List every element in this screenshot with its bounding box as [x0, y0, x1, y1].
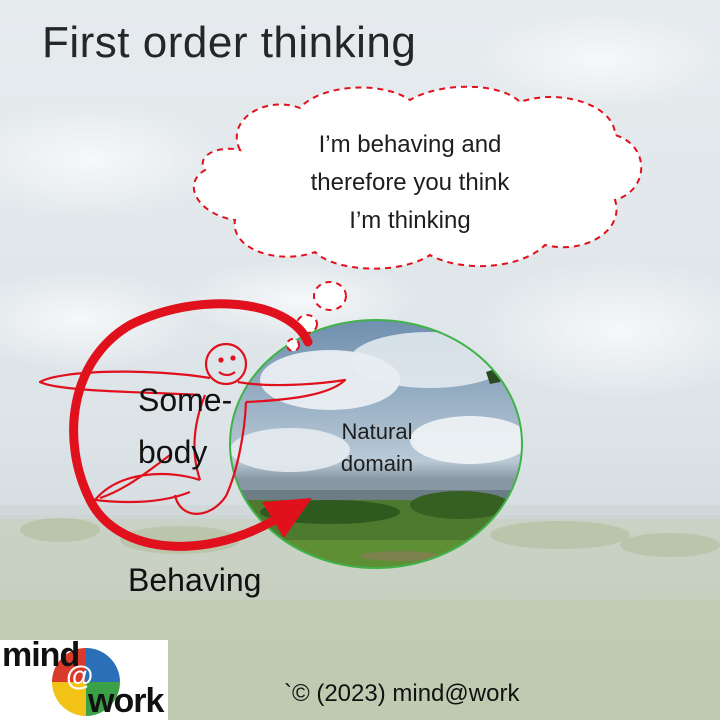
- somebody-label-line-1: Some-: [138, 382, 233, 418]
- logo-color-wheel-icon: [52, 648, 120, 716]
- thought-line-3: I’m thinking: [349, 207, 471, 234]
- circular-arrow-icon: [69, 299, 313, 551]
- behaving-label: Behaving: [128, 562, 262, 598]
- natural-domain-label: Natural domain: [315, 416, 439, 480]
- distant-trees: [20, 518, 720, 557]
- thought-cloud-icon: [192, 85, 643, 352]
- natural-label-line-1: Natural: [341, 419, 413, 444]
- copyright-notice: `© (2023) mind@work: [284, 680, 520, 707]
- logo-at-symbol: @: [66, 660, 94, 691]
- natural-label-line-2: domain: [340, 451, 414, 476]
- arrow-head: [262, 498, 312, 538]
- logo-work-text: work: [88, 682, 164, 720]
- page-title: First order thinking: [42, 18, 417, 67]
- thought-line-2: therefore you think: [310, 169, 510, 196]
- logo-mind-text: mind: [2, 636, 80, 674]
- person-stick-figure-icon: [38, 342, 347, 515]
- somebody-label-line-2: body: [138, 434, 208, 470]
- thought-bubble-text: I’m behaving and therefore you think I’m…: [250, 126, 570, 240]
- thought-line-1: I’m behaving and: [318, 131, 502, 158]
- mind-at-work-logo: mind @ work: [0, 636, 168, 720]
